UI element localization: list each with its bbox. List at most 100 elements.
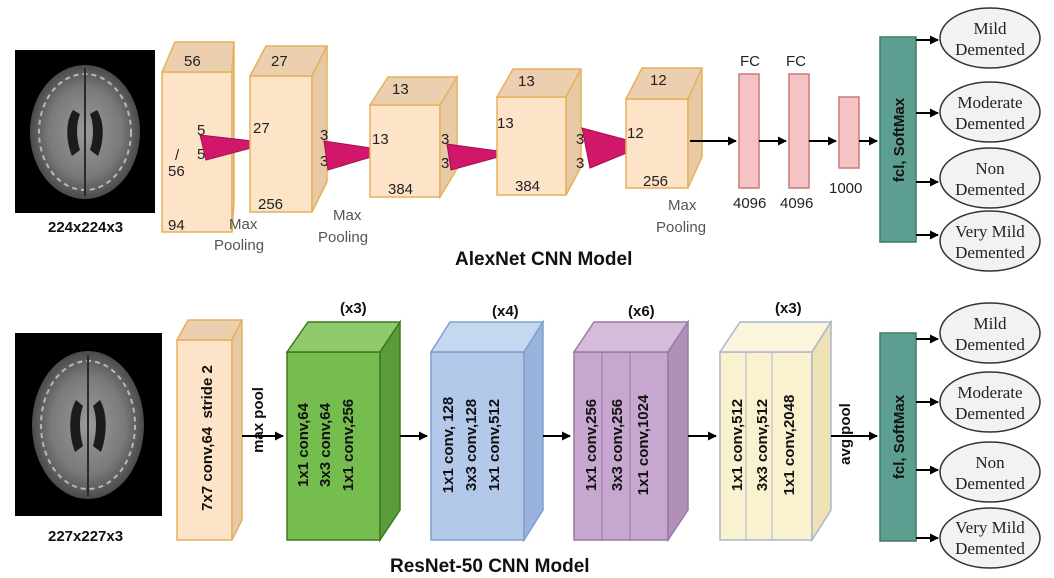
alexnet-outputs [916,7,1041,272]
resnet-output-moderate [939,371,1041,433]
resnet-conv1-block [175,319,244,541]
stage3-repeat: (x6) [628,303,655,320]
alexnet-out3-line2: Demented [955,180,1025,199]
fc1-size: 4096 [733,195,766,212]
alexnet-output-non [939,147,1041,209]
alexnet-output-mild [939,7,1041,69]
block2-depth: 256 [258,196,283,213]
alexnet-softmax-bar [879,36,917,243]
resnet-stage1-block [285,319,402,543]
resnet-out3-line1: Non [975,453,1005,472]
stage3-line3: 1x1 conv,1024 [635,394,652,495]
resnet-section: 227x227x3 7x7 conv,64 stride 2 max pool … [15,300,1041,577]
block3-kernel-a: 3 [441,131,449,148]
resnet-input-image [15,333,162,516]
alexnet-conv-block-1 [160,41,235,233]
stage1-repeat: (x3) [340,300,367,317]
block1-side-dim: 56 [168,163,185,180]
pool2-word2: Pooling [318,229,368,246]
resnet-stage3-block [572,319,690,543]
alexnet-title: AlexNet CNN Model [455,249,632,270]
resnet-out4-line1: Very Mild [955,518,1025,537]
block3-side-dim: 13 [372,131,389,148]
fc2-label: FC [786,53,806,70]
alexnet-conv-block-5 [624,67,704,189]
resnet-out2-line2: Demented [955,404,1025,423]
pool1-word2: Pooling [214,237,264,254]
block5-depth: 256 [643,173,668,190]
stage4-repeat: (x3) [775,300,802,317]
fc2-size: 4096 [780,195,813,212]
block4-depth: 384 [515,178,540,195]
block3-depth: 384 [388,181,413,198]
resnet-title: ResNet-50 CNN Model [390,556,590,577]
resnet-out2-line1: Moderate [957,383,1022,402]
stage4-line3: 1x1 conv,2048 [781,395,798,496]
block2-kernel-b: 3 [320,153,328,170]
stage4-line2: 3x3 conv,512 [754,399,771,491]
alexnet-output-very-mild [939,210,1041,272]
alexnet-out4-line1: Very Mild [955,222,1025,241]
alexnet-out1-line2: Demented [955,40,1025,59]
alexnet-input-image [15,50,155,213]
resnet-outputs [916,302,1041,569]
stage3-line2: 3x3 conv,256 [609,399,626,491]
block1-kernel-b: 5 [197,146,205,163]
fc3-size: 1000 [829,180,862,197]
alexnet-out1-line1: Mild [973,19,1007,38]
resnet-stage4-block [718,319,833,543]
block2-side-dim: 27 [253,120,270,137]
kernel-pyramid-4 [581,127,648,169]
stage4-line1: 1x1 conv,512 [729,399,746,491]
stage2-line3: 1x1 conv,512 [486,399,503,491]
block4-kernel-b: 3 [576,155,584,172]
fc3-bar [838,96,860,169]
alexnet-output-moderate [939,81,1041,143]
resnet-softmax-label: fcl, SoftMax [891,394,908,479]
resnet-out1-line2: Demented [955,335,1025,354]
alexnet-out4-line2: Demented [955,243,1025,262]
stage2-repeat: (x4) [492,303,519,320]
block1-top-dim: 56 [184,53,201,70]
resnet-softmax-bar [879,332,917,542]
block4-kernel-a: 3 [576,131,584,148]
alexnet-out3-line1: Non [975,159,1005,178]
stage1-line3: 1x1 conv,256 [340,399,357,491]
resnet-out1-line1: Mild [973,314,1007,333]
fc1-bar [738,73,760,189]
resnet-out4-line2: Demented [955,539,1025,558]
pool3-word2: Pooling [656,219,706,236]
block4-top-dim: 13 [518,73,535,90]
block2-top-dim: 27 [271,53,288,70]
resnet-output-very-mild [939,507,1041,569]
alexnet-conv-block-4 [495,68,583,196]
block1-slash: / [175,147,180,164]
resnet-conv1-label: 7x7 conv,64 stride 2 [199,365,216,511]
resnet-out3-line2: Demented [955,474,1025,493]
alexnet-conv-block-2 [248,45,329,213]
stage1-line1: 1x1 conv,64 [295,402,312,487]
block4-side-dim: 13 [497,115,514,132]
alexnet-input-size: 224x224x3 [48,219,123,236]
block1-depth: 94 [168,217,185,234]
kernel-pyramid-3 [446,143,514,171]
block3-top-dim: 13 [392,81,409,98]
resnet-input-size: 227x227x3 [48,528,123,545]
pool2-word1: Max [333,207,362,224]
resnet-stage2-block [429,319,545,543]
block5-side-dim: 12 [627,125,644,142]
alexnet-softmax-label: fcl, SoftMax [891,97,908,182]
stage2-line2: 3x3 conv,128 [463,399,480,491]
stage1-line2: 3x3 conv,64 [317,402,334,487]
pool1-word1: Max [229,216,258,233]
pool3-word1: Max [668,197,697,214]
block3-kernel-b: 3 [441,155,449,172]
resnet-maxpool-label: max pool [250,387,267,453]
block5-top-dim: 12 [650,72,667,89]
alexnet-out2-line1: Moderate [957,93,1022,112]
block1-kernel-a: 5 [197,122,205,139]
alexnet-out2-line2: Demented [955,114,1025,133]
alexnet-conv-block-3 [368,74,459,200]
resnet-output-non [939,441,1041,503]
kernel-pyramid-2 [323,140,392,171]
